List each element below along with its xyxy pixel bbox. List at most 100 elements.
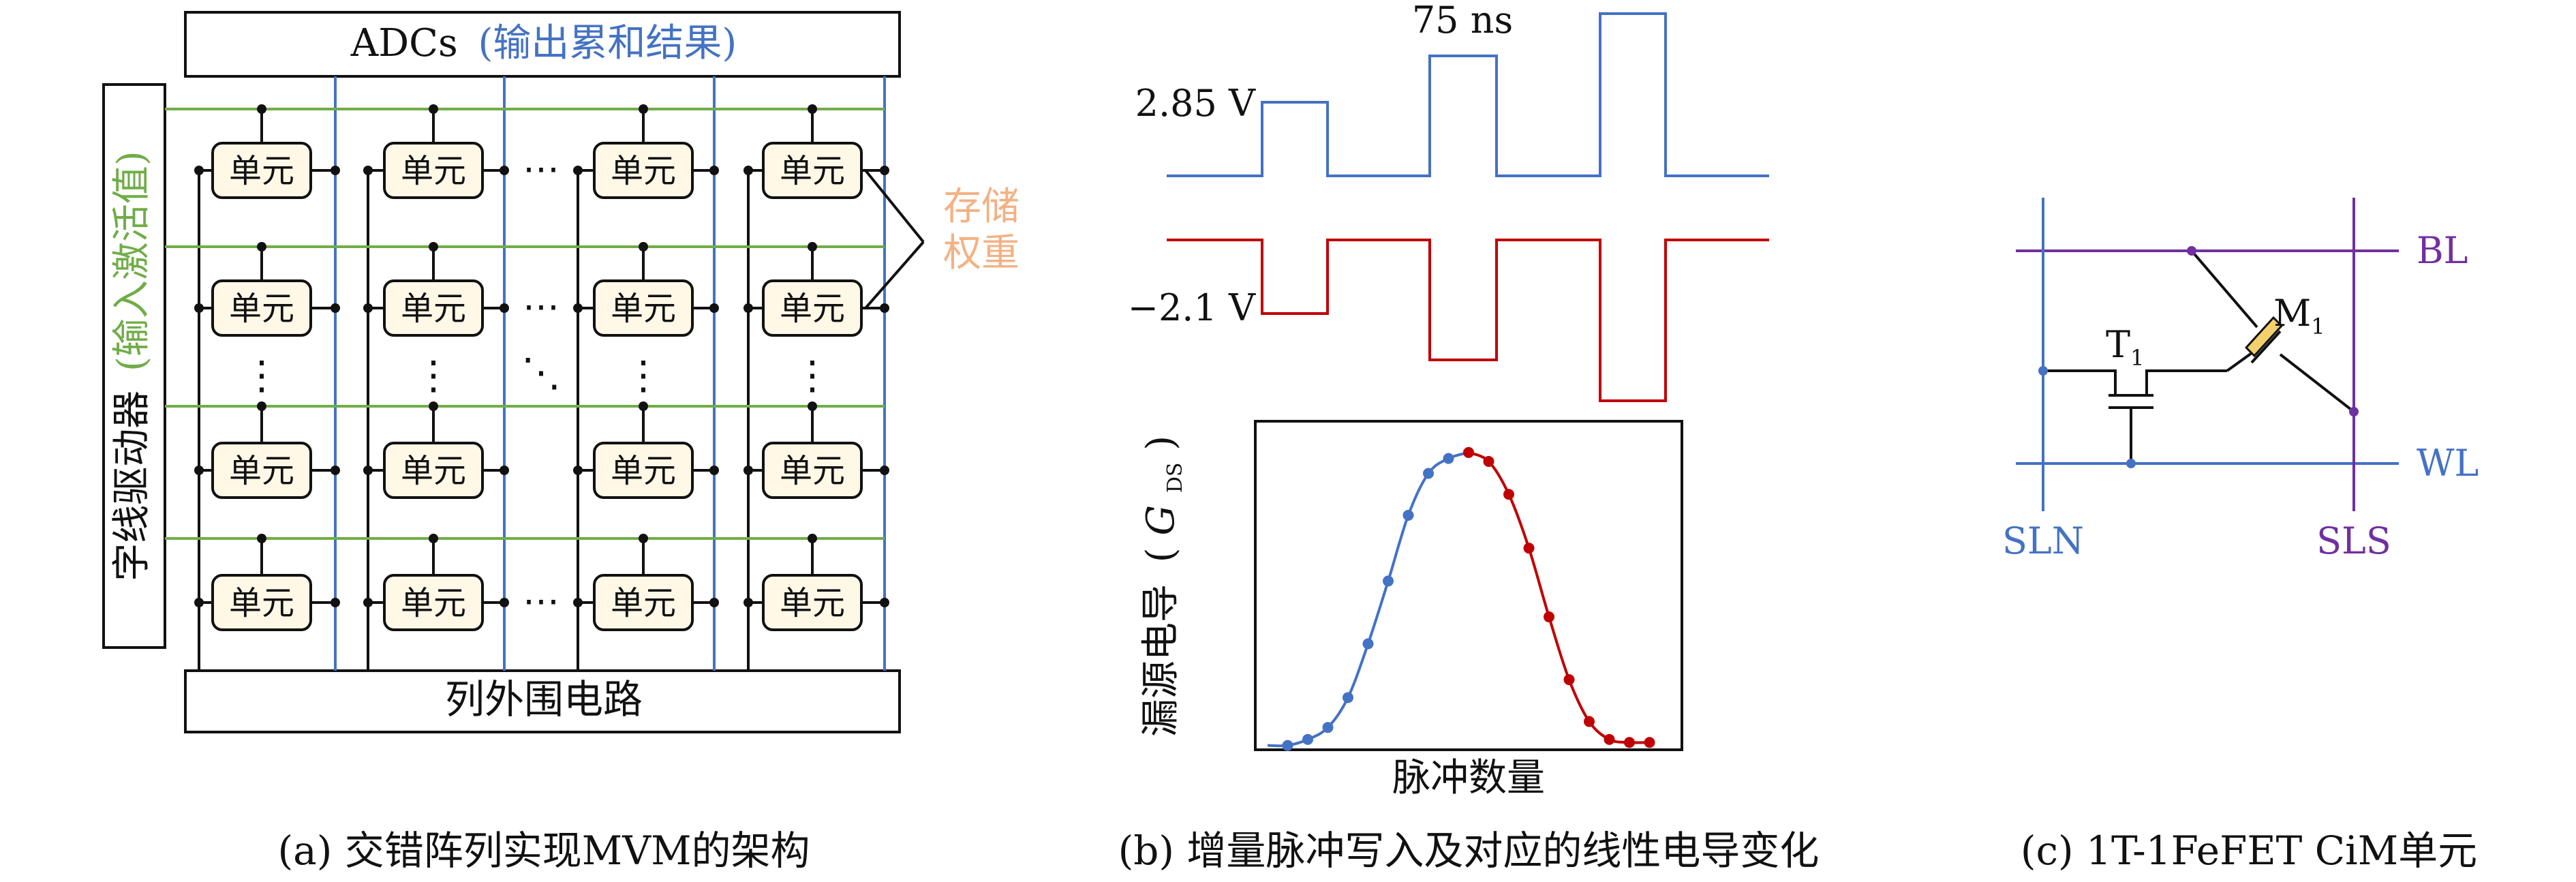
- data-point: [1362, 638, 1374, 650]
- weight-brace: [864, 169, 925, 309]
- pulse-width-label: 75 ns: [1412, 0, 1513, 42]
- cell: 单元: [573, 242, 719, 337]
- data-point: [1483, 456, 1494, 468]
- cell-left-dot: [363, 598, 373, 607]
- weight-label-line2: 权重: [943, 231, 1019, 275]
- fit-curve: [1468, 451, 1650, 744]
- data-point: [1544, 611, 1554, 623]
- bl-junction-dot: [2187, 246, 2196, 256]
- vdots-ellipsis: ⋮: [793, 352, 832, 398]
- panel-b: 75 ns 2.85 V −2.1 V 漏源电导 ( G DS ) 脉冲数量 (…: [1118, 0, 1820, 874]
- cell-box: [762, 279, 863, 337]
- data-point: [1584, 716, 1595, 727]
- cell-right-dot: [709, 466, 719, 475]
- m1-drain-wire: [2190, 249, 2258, 329]
- neg-voltage-label: −2.1 V: [1128, 286, 1256, 329]
- chart-points: [1282, 446, 1655, 751]
- cell-left-dot: [363, 303, 373, 313]
- cell: 单元: [194, 534, 340, 631]
- cell-wordline-dot: [639, 104, 648, 114]
- cell: 单元: [743, 104, 889, 199]
- cell-wordline-dot: [639, 534, 648, 543]
- cell-label: 单元: [780, 152, 845, 190]
- periphery-box: [184, 669, 901, 733]
- cell-left-dot: [573, 303, 583, 313]
- data-point: [1624, 737, 1635, 748]
- chart-ylabel-text: 漏源电导: [1139, 584, 1183, 737]
- chart-xlabel: 脉冲数量: [1392, 756, 1545, 800]
- data-point: [1523, 543, 1535, 554]
- adc-sublabel: (输出累和结果): [478, 21, 737, 65]
- adc-box: [184, 11, 901, 78]
- caption-b: (b) 增量脉冲写入及对应的线性电导变化: [1118, 827, 1820, 874]
- m1-ferroelectric-layer: [2244, 316, 2284, 358]
- cell-box: [593, 279, 694, 337]
- cell-left-dot: [194, 303, 204, 313]
- m1-gate-plate: [2250, 330, 2282, 364]
- vdots-ellipsis: ⋮: [624, 352, 663, 398]
- data-point: [1302, 733, 1313, 745]
- cell-label: 单元: [611, 290, 676, 328]
- chart-ylabel: 漏源电导 ( G DS ): [1139, 436, 1191, 737]
- cell: 单元: [194, 401, 340, 499]
- cell-box: [593, 574, 694, 631]
- cell-label: 单元: [401, 584, 466, 622]
- cell-box: [211, 279, 312, 337]
- cell-left-dot: [363, 166, 373, 175]
- cell-right-dot: [331, 466, 340, 475]
- word-lines: [165, 108, 885, 540]
- adc-title: ADCs (输出累和结果): [350, 21, 737, 65]
- cell-left-dot: [743, 598, 753, 607]
- chart-ylabel-paren-open: (: [1139, 547, 1183, 562]
- cell-label: 单元: [611, 584, 676, 622]
- wl-junction-dot: [2126, 459, 2136, 468]
- cell-wordline-dot: [429, 242, 438, 252]
- adc-label: ADCs: [350, 21, 458, 65]
- ellipsis-group: ⋯⋯⋯⋮⋮⋮⋮⋱: [242, 147, 832, 622]
- cell-right-dot: [331, 303, 340, 313]
- data-point: [1383, 575, 1394, 587]
- hdots-ellipsis: ⋯: [523, 579, 559, 622]
- cell-right-dot: [331, 166, 340, 175]
- cell-left-dot: [194, 166, 204, 175]
- cell: 单元: [363, 401, 509, 499]
- cell: 单元: [194, 104, 340, 199]
- cell-label: 单元: [229, 452, 294, 490]
- m1-gate-wire: [2226, 352, 2253, 372]
- cell-right-dot: [880, 166, 889, 175]
- sln-label: SLN: [2002, 519, 2084, 562]
- weight-label-line1: 存储: [943, 185, 1019, 229]
- wl-label: WL: [2417, 442, 2479, 485]
- data-point: [1463, 446, 1474, 458]
- chart-ylabel-paren-close: ): [1139, 436, 1183, 451]
- data-point: [1423, 468, 1434, 479]
- cell-right-dot: [880, 303, 889, 313]
- cell-wordline-dot: [808, 534, 817, 543]
- cell-right-dot: [500, 598, 509, 607]
- panel-a: ADCs (输出累和结果) 列外围电路 字线驱动器 (输入激活值): [102, 11, 1019, 874]
- chart-ylabel-subscript: DS: [1163, 463, 1187, 493]
- negative-pulse-train: [1167, 239, 1769, 402]
- chart-frame: [1254, 420, 1683, 751]
- data-point: [1443, 453, 1454, 464]
- cell-right-dot: [880, 598, 889, 607]
- cell-box: [211, 142, 312, 199]
- t1-label: T1: [2106, 323, 2144, 371]
- cell-wordline-dot: [639, 242, 648, 252]
- positive-pulse-train: [1167, 12, 1769, 177]
- cell-wordline-dot: [808, 104, 817, 114]
- t1-source-wire: [2145, 369, 2227, 395]
- cell-label: 单元: [401, 290, 466, 328]
- cell-box: [383, 142, 484, 199]
- cell-box: [762, 574, 863, 631]
- driver-box: [102, 83, 166, 649]
- cell: 单元: [743, 401, 889, 499]
- cell-box: [762, 442, 863, 499]
- cell-box: [762, 142, 863, 199]
- ddots-ellipsis: ⋱: [521, 349, 561, 395]
- hdots-ellipsis: ⋯: [523, 147, 559, 190]
- cell-left-dot: [363, 466, 373, 475]
- cell: 单元: [573, 104, 719, 199]
- cell-right-dot: [709, 598, 719, 607]
- cell-wordline-dot: [257, 242, 266, 252]
